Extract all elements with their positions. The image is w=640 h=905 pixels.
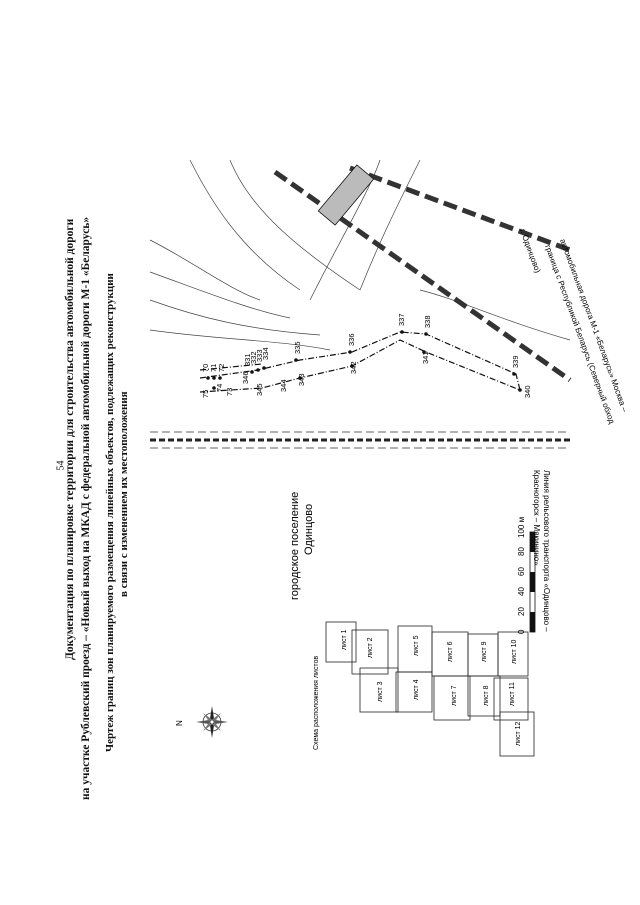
compass-rose-icon	[196, 706, 228, 738]
sheet-10-label: лист 10	[511, 639, 518, 664]
sheet-11-label: лист 11	[509, 682, 516, 706]
road-label-line-1: автомобильная дорога М-1 «Беларусь» Моск…	[558, 238, 629, 414]
scale-label-20: 20	[517, 607, 526, 616]
point-336: 336	[347, 333, 356, 346]
point-71: 71	[209, 364, 218, 372]
sheet-12-label: лист 12	[515, 721, 522, 746]
point-334: 334	[261, 347, 270, 360]
point-labels: 70 71 72 73 74 75 331 332 333 334 335 33…	[201, 313, 532, 398]
settlement-label-line-2: Одинцово	[303, 504, 315, 555]
railway-line	[150, 431, 570, 449]
sheet-4-label: лист 4	[413, 679, 420, 700]
sheet-8-label: лист 8	[483, 685, 490, 706]
point-339: 339	[511, 355, 520, 368]
boundary-points	[206, 330, 522, 392]
settlement-label-line-1: городское поселение	[289, 492, 301, 600]
sheet-3-label: лист 3	[377, 681, 384, 702]
scale-label-40: 40	[517, 587, 526, 596]
point-344: 344	[279, 379, 288, 392]
scale-label-80: 80	[517, 547, 526, 556]
sheet-6-label: лист 6	[447, 641, 454, 662]
sheet-layout-schema: Схема расположения листов лист 1 лист 2 …	[313, 621, 535, 757]
point-338: 338	[423, 315, 432, 328]
north-label: N	[175, 720, 184, 726]
point-345: 345	[255, 383, 264, 396]
point-335: 335	[293, 341, 302, 354]
point-73: 73	[225, 388, 234, 396]
point-74: 74	[215, 384, 224, 392]
sheet-5-label: лист 5	[413, 635, 420, 656]
rail-label-line-1: Линия рельсового транспорта «Одинцово –	[542, 470, 551, 632]
sheet-7-label: лист 7	[451, 685, 458, 706]
point-333: 333	[255, 349, 264, 362]
scale-bar: 0 20 40 60 80 100 м	[517, 517, 536, 634]
scale-label-0: 0	[517, 629, 526, 634]
point-332: 332	[249, 351, 258, 364]
scale-label-60: 60	[517, 567, 526, 576]
point-337: 337	[397, 313, 406, 326]
point-346: 346	[241, 371, 250, 384]
sheet-layout-title: Схема расположения листов	[313, 656, 320, 750]
point-340: 340	[523, 385, 532, 398]
point-341: 341	[421, 351, 430, 364]
point-72: 72	[217, 364, 226, 372]
road-contours	[149, 159, 571, 351]
road-label-line-2: граница с Республикой Беларусь (Северный…	[543, 244, 616, 426]
point-75: 75	[201, 390, 210, 398]
sheet-2-label: лист 2	[367, 637, 374, 658]
sheet-9-label: лист 9	[481, 641, 488, 662]
rail-label-line-2: Красногорск – Мякинино»	[532, 470, 541, 566]
zone-boundary	[199, 331, 521, 393]
scale-label-100: 100 м	[517, 517, 526, 538]
point-343: 343	[297, 373, 306, 386]
highway-m1	[273, 164, 572, 383]
point-70: 70	[201, 364, 210, 372]
sheet-1-label: лист 1	[341, 629, 348, 650]
point-342: 342	[349, 361, 358, 374]
point-331: 331	[243, 353, 252, 366]
